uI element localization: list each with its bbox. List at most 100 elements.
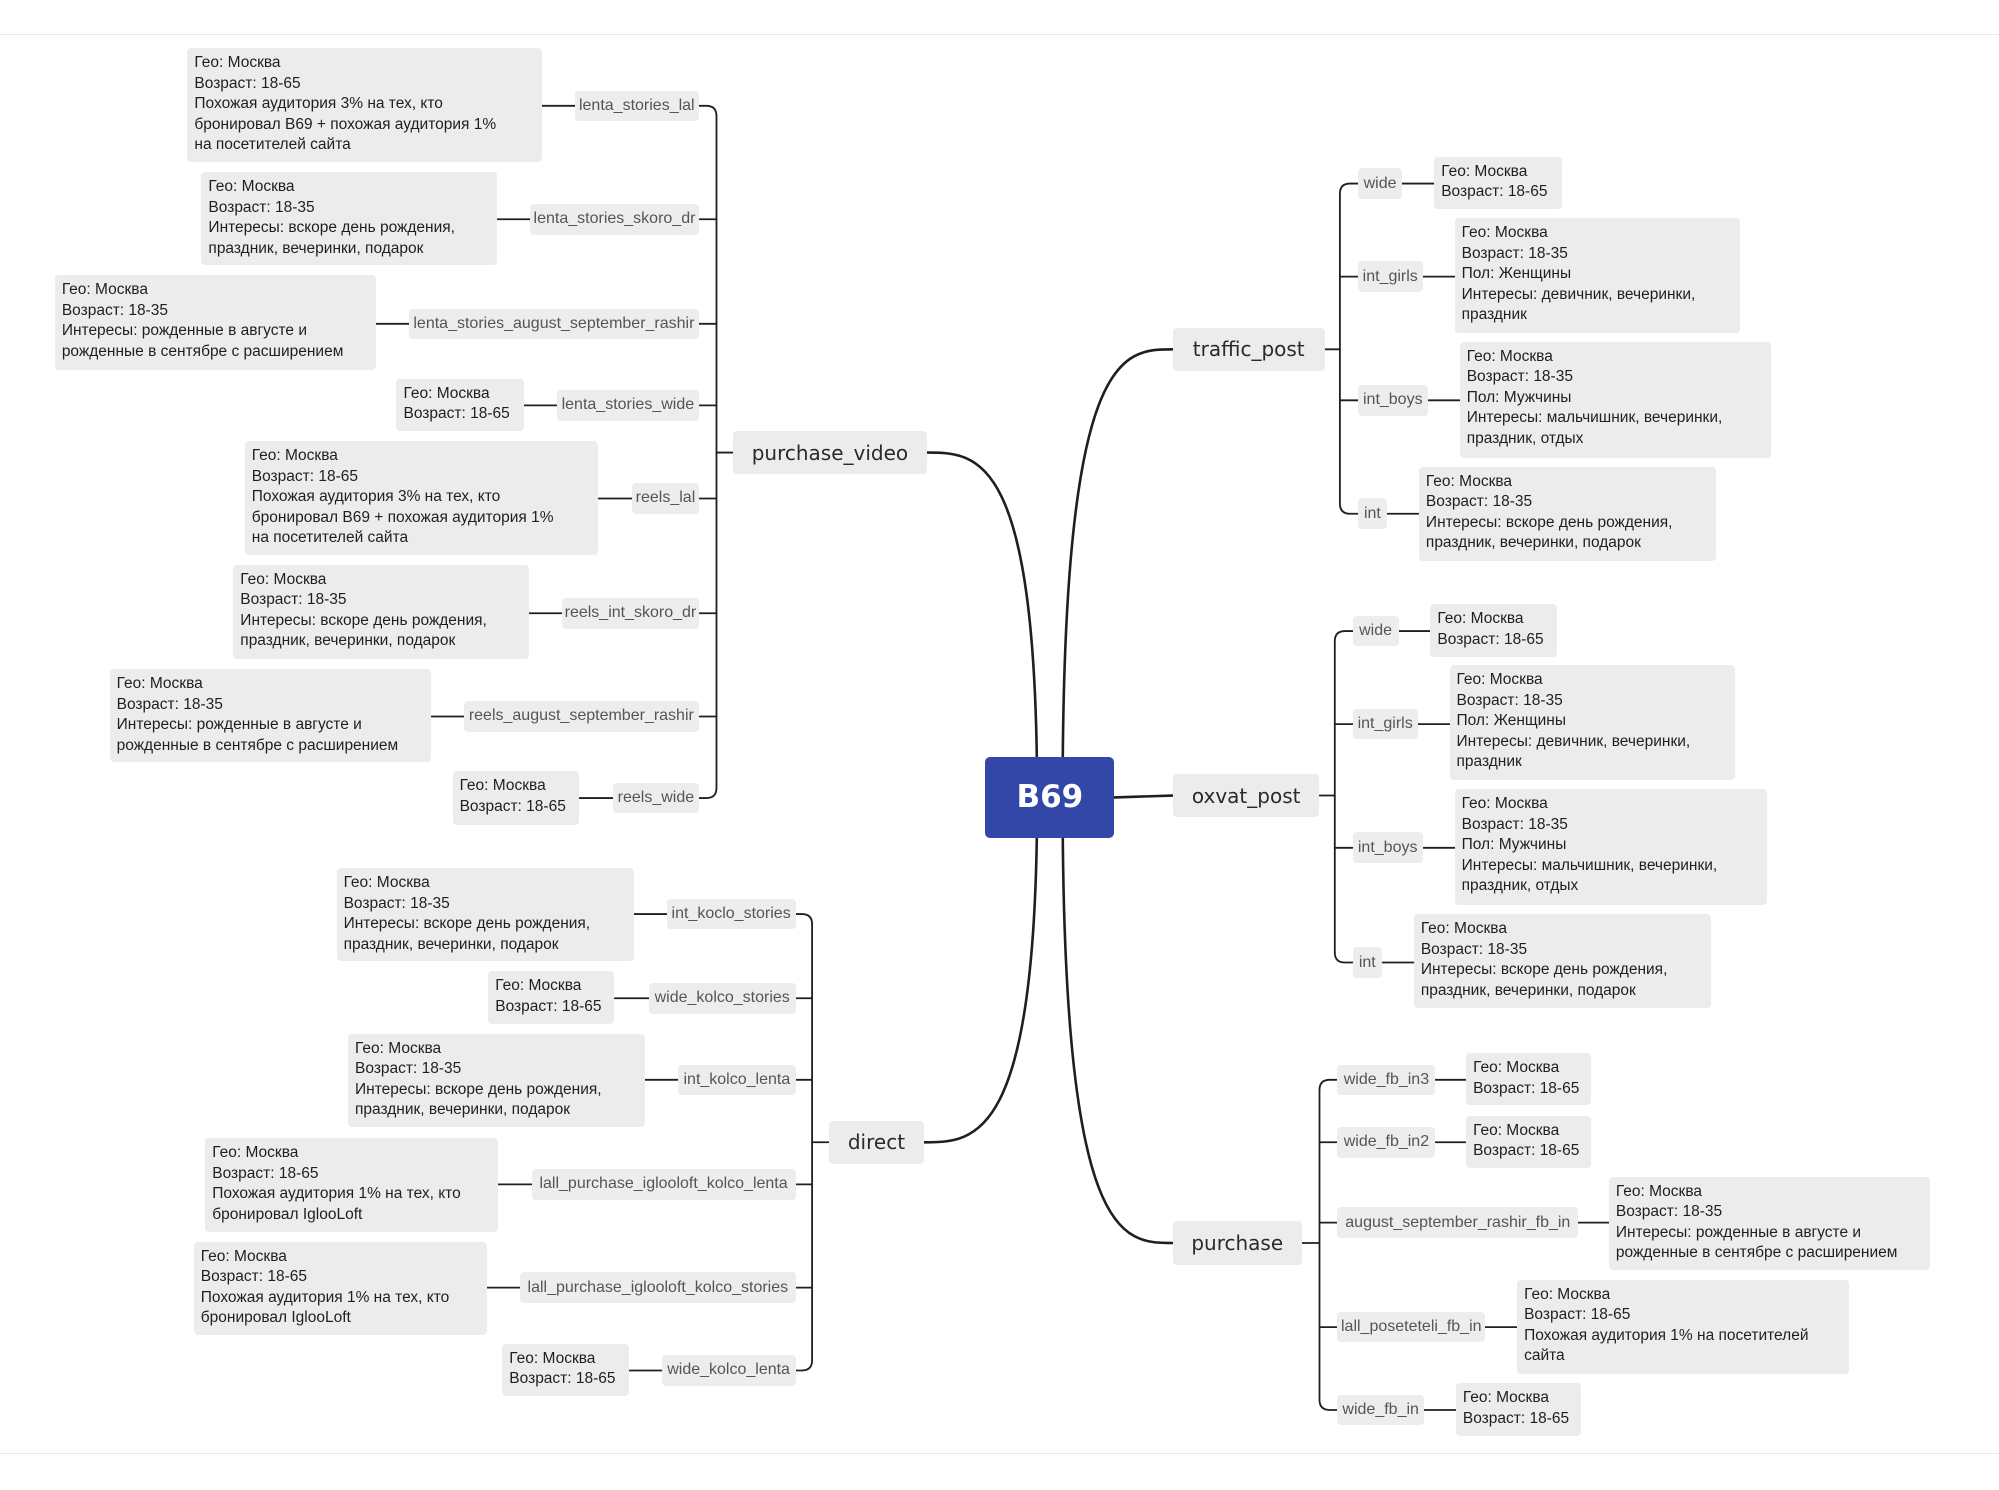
detail-line: Возраст: 18-35 — [1466, 368, 1573, 386]
detail-line: Возраст: 18-35 — [240, 591, 347, 609]
subnode-reels-wide[interactable]: reels_wide — [613, 782, 699, 814]
branch-oxvat-post[interactable]: oxvat_post — [1172, 773, 1320, 818]
detail-line: Интересы: рожденные в августе и — [1615, 1223, 1862, 1241]
branch-purchase-video[interactable]: purchase_video — [733, 430, 927, 475]
connector-line — [1061, 348, 1175, 799]
subnode-int-koclo-stories[interactable]: int_koclo_stories — [666, 898, 796, 930]
subnode-int-girls[interactable]: int_girls — [1357, 261, 1423, 292]
detail-line: Гео: Москва — [240, 570, 327, 588]
detail-line: праздник, вечеринки, подарок — [240, 632, 456, 650]
subnode-int-boys[interactable]: int_boys — [1352, 832, 1423, 864]
subnode-reels-int-skoro-dr[interactable]: reels_int_skoro_dr — [562, 597, 699, 629]
detail-line: рожденные в сентябре с расширением — [61, 342, 344, 360]
branch-purchase[interactable]: purchase — [1172, 1221, 1302, 1265]
connector-line — [1061, 796, 1175, 1245]
detail-line: Возраст: 18-35 — [1615, 1203, 1723, 1221]
detail-line: рожденные в сентябре с расширением — [116, 736, 399, 754]
detail-line: Интересы: девичник, вечеринки, — [1456, 732, 1691, 750]
subnode-int[interactable]: int — [1352, 947, 1382, 978]
subnode-int-girls[interactable]: int_girls — [1352, 708, 1418, 740]
detail-line: Похожая аудитория 1% на тех, кто — [212, 1185, 461, 1203]
detail-line: сайта — [1524, 1347, 1565, 1365]
connector-line — [1318, 1398, 1339, 1411]
detail-line: Возраст: 18-35 — [1456, 691, 1563, 709]
subnode-lenta-stories-wide[interactable]: lenta_stories_wide — [557, 390, 699, 421]
detail-line: праздник, вечеринки, подарок — [1425, 534, 1641, 552]
detail-line: Возраст: 18-65 — [1437, 630, 1544, 648]
subnode-lenta-stories-skoro-dr[interactable]: lenta_stories_skoro_dr — [530, 203, 699, 235]
subnode-wide-kolco-stories[interactable]: wide_kolco_stories — [648, 982, 796, 1014]
detail-line: Интересы: девичник, вечеринки, — [1461, 285, 1696, 303]
detail-line: праздник — [1456, 753, 1522, 771]
detail-line: праздник, вечеринки, подарок — [208, 239, 424, 257]
detail-line: Гео: Москва — [509, 1349, 596, 1367]
subnode-lall-purchase-iglooloft-kolco-lenta[interactable]: lall_purchase_iglooloft_kolco_lenta — [531, 1169, 796, 1200]
detail-line: Интересы: вскоре день рождения, — [343, 915, 591, 933]
connector-line — [1338, 502, 1359, 515]
root-node[interactable]: B69 — [985, 757, 1115, 838]
connector-line — [697, 104, 718, 117]
subnode-wide-fb-in3[interactable]: wide_fb_in3 — [1337, 1064, 1436, 1096]
subnode-wide-fb-in2[interactable]: wide_fb_in2 — [1337, 1126, 1436, 1158]
subnode-lall-purchase-iglooloft-kolco-stories[interactable]: lall_purchase_iglooloft_kolco_stories — [520, 1272, 796, 1303]
subnode-int-boys[interactable]: int_boys — [1357, 385, 1428, 416]
subnode-wide-fb-in[interactable]: wide_fb_in — [1337, 1394, 1425, 1426]
subnode-int-kolco-lenta[interactable]: int_kolco_lenta — [678, 1064, 796, 1096]
subnode-int[interactable]: int — [1357, 498, 1388, 530]
detail-line: Пол: Женщины — [1456, 712, 1567, 730]
detail-line: Возраст: 18-35 — [61, 301, 169, 319]
detail-line: Возраст: 18-35 — [116, 695, 223, 713]
detail-line: Похожая аудитория 3% на тех, кто — [251, 488, 501, 506]
subnode-lenta-stories-lal[interactable]: lenta_stories_lal — [574, 90, 699, 122]
subnode-wide[interactable]: wide — [1352, 615, 1399, 647]
detail-line: праздник — [1461, 306, 1527, 323]
subnode-wide-kolco-lenta[interactable]: wide_kolco_lenta — [661, 1355, 796, 1386]
subnode-reels-lal[interactable]: reels_lal — [632, 483, 699, 514]
detail-line: Возраст: 18-65 — [212, 1164, 319, 1182]
branch-direct[interactable]: direct — [828, 1120, 925, 1164]
detail-line: Возраст: 18-35 — [355, 1060, 462, 1078]
detail-line: Возраст: 18-65 — [495, 997, 602, 1015]
subnode-august-september-rashir-fb-in[interactable]: august_september_rashir_fb_in — [1337, 1207, 1579, 1238]
subnode-lall-poseteteli-fb-in[interactable]: lall_poseteteli_fb_in — [1337, 1311, 1486, 1343]
detail-line: Интересы: вскоре день рождения, — [355, 1080, 602, 1098]
subnode-reels-august-september-rashir[interactable]: reels_august_september_rashir — [464, 701, 699, 732]
detail-line: Гео: Москва — [1441, 162, 1528, 180]
connector-line — [1333, 630, 1354, 643]
detail-line: Похожая аудитория 1% на посетителей — [1524, 1326, 1809, 1344]
detail-line: Гео: Москва — [1466, 347, 1553, 365]
detail-line: Пол: Женщины — [1461, 265, 1572, 282]
detail-line: Похожая аудитория 3% на тех, кто — [194, 95, 443, 113]
subnode-wide[interactable]: wide — [1357, 168, 1403, 199]
branch-traffic-post[interactable]: traffic_post — [1172, 327, 1325, 371]
detail-line: Гео: Москва — [1461, 795, 1548, 813]
subnode-lenta-stories-august-september-rashir[interactable]: lenta_stories_august_september_rashir — [409, 308, 699, 340]
